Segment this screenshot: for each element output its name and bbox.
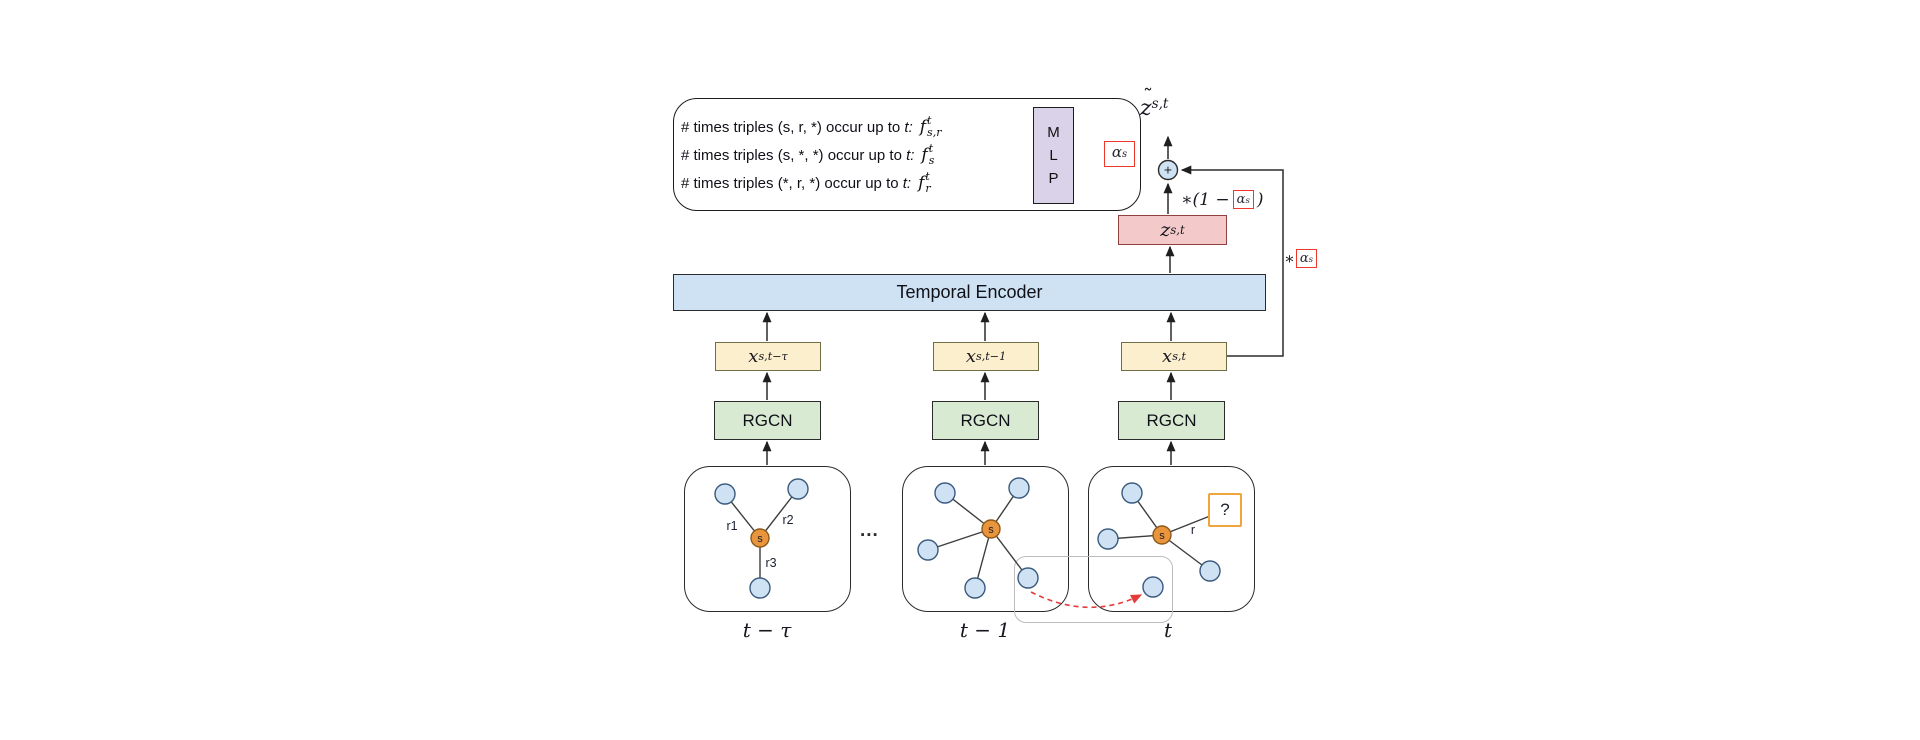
f-sub: r (925, 182, 931, 195)
time-variable: t: (902, 174, 912, 192)
entity-node (934, 482, 956, 504)
alpha-symbol: α (1236, 192, 1246, 207)
entity-node (1008, 477, 1030, 499)
ztilde-base: z (1140, 96, 1152, 121)
entity-node (1097, 528, 1119, 550)
time-label-t-minus-1: t − 1 (959, 618, 1011, 642)
rgcn-label: RGCN (960, 410, 1011, 430)
time-label-t-minus-tau: t − τ (742, 618, 792, 642)
f-sup: t (925, 170, 930, 184)
plus-combiner-icon (1157, 159, 1179, 181)
new-node-transfer-arrow (1030, 591, 1143, 609)
entity-node (1199, 560, 1221, 582)
entity-node (714, 483, 736, 505)
rgcn-label: RGCN (1146, 410, 1197, 430)
mlp-letter-m: M (1047, 123, 1060, 141)
rgcn-label: RGCN (742, 410, 793, 430)
time-variable: t: (906, 146, 915, 164)
x-base: x (965, 346, 976, 367)
alpha-subscript: s (1308, 254, 1314, 265)
alpha-symbol: α (1111, 143, 1123, 161)
plus-sign: + (1164, 162, 1172, 178)
alpha-symbol: α (1299, 250, 1309, 266)
entity-node (1121, 482, 1143, 504)
x-subscript: s,t (1172, 350, 1186, 363)
tilde-mark: ˜ (1143, 84, 1153, 108)
mlp-letter-p: P (1048, 170, 1059, 188)
f-sup: t (928, 142, 934, 156)
z-base: z (1160, 219, 1171, 241)
count-feature-line-2: # times triples (s, *, *) occur up to t:… (681, 141, 1041, 169)
count-feature-line-1: # times triples (s, r, *) occur up to t:… (681, 113, 1041, 141)
subject-node (981, 519, 1001, 539)
weight-prefix: ∗(1 − (1181, 189, 1230, 210)
weight-suffix: ) (1256, 189, 1264, 210)
relation-label-r1: r1 (726, 519, 737, 533)
count-feature-text: # times triples (s, *, *) occur up to (681, 146, 907, 164)
f-sub: s (928, 154, 935, 167)
x-base: x (1162, 346, 1173, 367)
temporal-encoder-block: Temporal Encoder (673, 274, 1266, 311)
f-base: f (918, 173, 925, 193)
rgcn-block-2: RGCN (932, 401, 1039, 440)
f-sub: s,r (927, 126, 942, 139)
f-sup: t (927, 114, 932, 128)
subject-label: s (1159, 530, 1165, 542)
mlp-block: M L P (1033, 107, 1074, 204)
subject-node (750, 528, 770, 548)
relation-label-r3: r3 (765, 556, 776, 570)
time-label-t: t (1163, 618, 1173, 642)
weight-prefix: ∗ (1284, 248, 1295, 268)
f-base: f (919, 117, 927, 137)
relation-label-r2: r2 (782, 513, 793, 527)
subject-node (1152, 525, 1172, 545)
entity-node (964, 577, 986, 599)
subject-label: s (988, 524, 994, 536)
temporal-encoder-label: Temporal Encoder (896, 282, 1043, 302)
skip-connection-x-to-plus (1180, 165, 1284, 357)
new-node-highlight-box (1014, 556, 1173, 623)
count-feature-text: # times triples (*, r, *) occur up to (681, 174, 903, 192)
time-variable: t: (904, 118, 913, 136)
entity-node (1017, 567, 1039, 589)
entity-node (787, 478, 809, 500)
count-feature-line-3: # times triples (*, r, *) occur up to t:… (681, 169, 1041, 197)
rgcn-block-1: RGCN (714, 401, 821, 440)
subject-label: s (757, 533, 763, 545)
z-subscript: s,t (1170, 223, 1185, 237)
mlp-letter-l: L (1049, 146, 1058, 164)
graph-edge (927, 528, 992, 551)
ellipsis-between-snapshots: ... (860, 520, 879, 541)
alpha-subscript: s (1122, 149, 1128, 160)
f-base: f (921, 145, 928, 165)
x-subscript: s,t−τ (758, 350, 788, 363)
new-entity-node (1142, 576, 1164, 598)
alpha-subscript: s (1245, 196, 1250, 206)
count-feature-text: # times triples (s, r, *) occur up to (681, 118, 905, 136)
ztilde-subscript: s,t (1151, 96, 1169, 112)
x-base: x (748, 346, 759, 367)
entity-node (749, 577, 771, 599)
rgcn-block-3: RGCN (1118, 401, 1225, 440)
entity-node (917, 539, 939, 561)
relation-label-r: r (1191, 523, 1195, 537)
x-subscript: s,t−1 (975, 350, 1007, 363)
query-object-box: ? (1208, 493, 1242, 527)
